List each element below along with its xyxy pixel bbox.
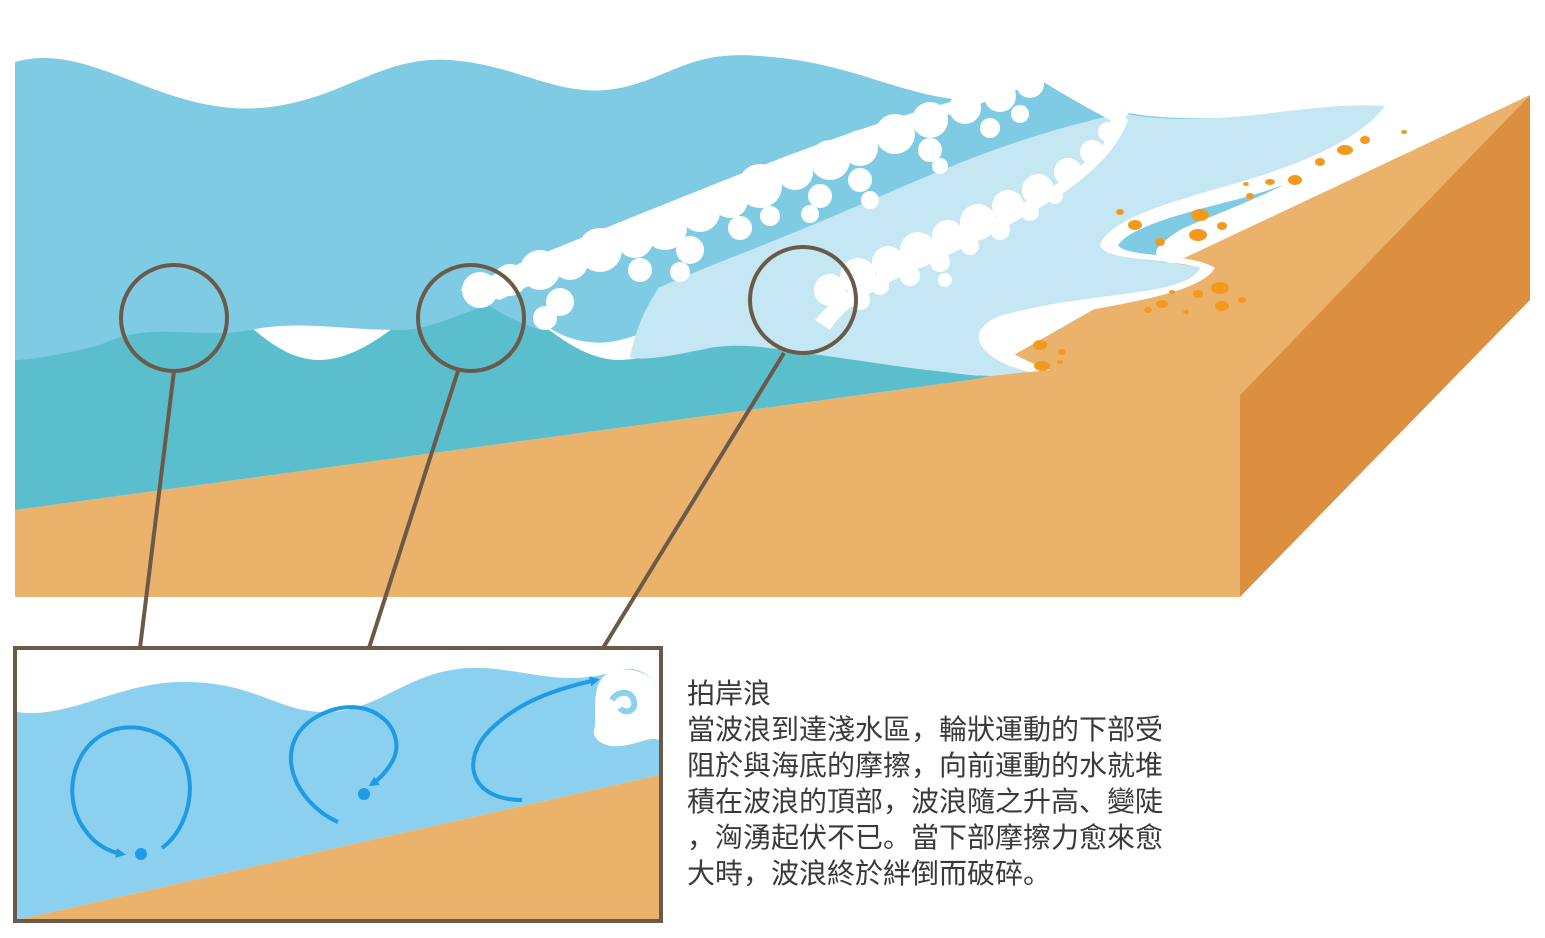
particle-dot-2 xyxy=(358,788,370,800)
sand-block-side xyxy=(1240,95,1530,597)
caption-line: 積在波浪的頂部，波浪隨之升高、變陡 xyxy=(687,785,1164,818)
orbital-motion-inset xyxy=(13,646,663,923)
inset-sand xyxy=(17,775,659,920)
caption-title: 拍岸浪 xyxy=(687,677,772,710)
inset-water xyxy=(17,667,659,920)
wave-foam-crest-lower xyxy=(814,110,1128,330)
orbit-arrow-1 xyxy=(70,725,192,858)
sand-spots xyxy=(1033,130,1407,371)
inset-breaking-crest xyxy=(593,669,659,747)
callout-1 xyxy=(119,263,229,649)
caption-line: ，洶湧起伏不已。當下部摩擦力愈來愈 xyxy=(687,821,1164,854)
particle-dot-1 xyxy=(135,848,147,860)
caption-line: 阻於與海底的摩擦，向前運動的水就堆 xyxy=(687,749,1164,782)
caption-line: 大時，波浪終於絆倒而破碎。 xyxy=(687,857,1052,890)
callout-2 xyxy=(367,263,526,649)
inset-crest-curl xyxy=(609,689,638,715)
orbit-arrow-3 xyxy=(471,676,600,802)
sand-block-top xyxy=(15,95,1530,597)
callout-3 xyxy=(601,245,858,650)
caption-line: 當波浪到達淺水區，輪狀運動的下部受 xyxy=(687,713,1164,746)
shore-foam-edge xyxy=(978,106,1385,372)
wave-foam-crest-upper xyxy=(460,58,1130,330)
orbit-arrow-2 xyxy=(288,705,399,824)
caption: 拍岸浪 當波浪到達淺水區，輪狀運動的下部受 阻於與海底的摩擦，向前運動的水就堆 … xyxy=(687,676,1267,892)
inset-frame xyxy=(13,646,663,923)
